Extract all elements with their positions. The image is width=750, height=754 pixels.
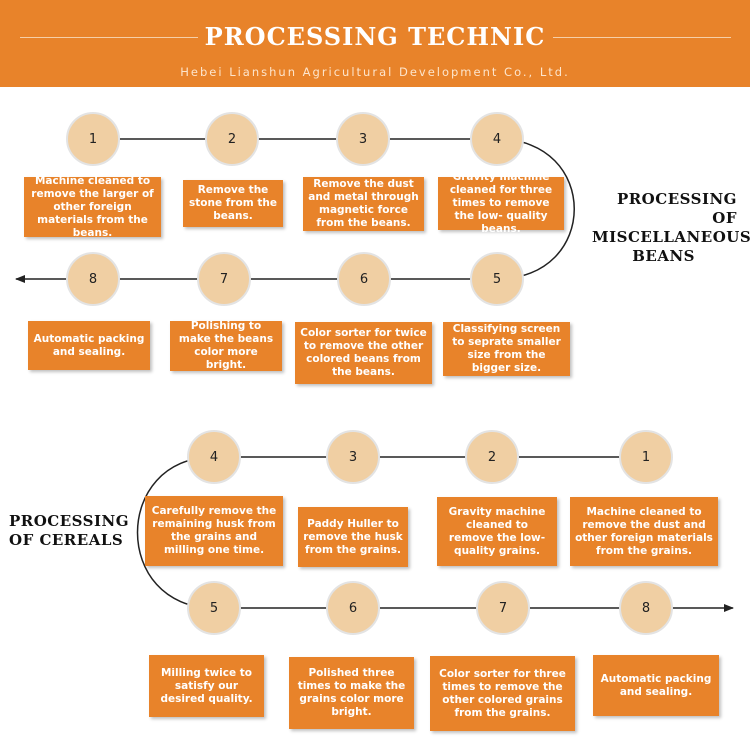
beans-step-7-text: Polishing to make the beans color more b…: [170, 320, 282, 371]
beans-step-5-text: Classifying screen to seprate smaller si…: [443, 322, 570, 376]
cereals-step-8-node: 8: [619, 581, 673, 635]
cereals-step-7-text: Color sorter for three times to remove t…: [430, 656, 575, 731]
cereals-step-6-node: 6: [326, 581, 380, 635]
beans-step-6-node: 6: [337, 252, 391, 306]
beans-step-8-node: 8: [66, 252, 120, 306]
beans-title-line2: MISCELLANEOUS: [592, 228, 750, 246]
beans-step-4-node: 4: [470, 112, 524, 166]
page-title: PROCESSING TECHNIC: [204, 22, 546, 51]
cereals-section-title: PROCESSING OF CEREALS: [9, 512, 134, 550]
cereals-step-2-text: Gravity machine cleaned to remove the lo…: [437, 497, 557, 566]
beans-step-7-node: 7: [197, 252, 251, 306]
banner-rule-left: [20, 37, 198, 38]
cereals-step-1-text: Machine cleaned to remove the dust and o…: [570, 497, 718, 566]
beans-step-8-text: Automatic packing and sealing.: [28, 321, 150, 370]
cereals-step-3-text: Paddy Huller to remove the husk from the…: [298, 507, 408, 567]
cereals-step-8-text: Automatic packing and sealing.: [593, 655, 719, 716]
cereals-title-line1: PROCESSING: [9, 512, 130, 530]
cereals-step-4-node: 4: [187, 430, 241, 484]
cereals-title-line2: OF CEREALS: [9, 531, 124, 549]
company-name: Hebei Lianshun Agricultural Development …: [180, 65, 570, 79]
beans-step-3-node: 3: [336, 112, 390, 166]
cereals-step-5-node: 5: [187, 581, 241, 635]
beans-step-2-text: Remove the stone from the beans.: [183, 180, 283, 227]
beans-step-2-node: 2: [205, 112, 259, 166]
beans-step-4-text: Gravity machine cleaned for three times …: [438, 171, 564, 235]
cereals-loop: [136, 456, 215, 609]
beans-step-6-text: Color sorter for twice to remove the oth…: [295, 322, 432, 384]
beans-step-1-text: Machine cleaned to remove the larger of …: [24, 175, 161, 239]
banner-rule-right: [553, 37, 731, 38]
cereals-step-4-text: Carefully remove the remaining husk from…: [145, 496, 283, 566]
beans-title-line1: PROCESSING OF: [616, 190, 737, 227]
beans-step-1-node: 1: [66, 112, 120, 166]
cereals-step-3-node: 3: [326, 430, 380, 484]
cereals-step-7-node: 7: [476, 581, 530, 635]
cereals-step-5-text: Milling twice to satisfy our desired qua…: [149, 655, 264, 717]
header-banner: PROCESSING TECHNIC Hebei Lianshun Agricu…: [0, 0, 750, 87]
beans-step-3-text: Remove the dust and metal through magnet…: [303, 177, 424, 231]
cereals-step-6-text: Polished three times to make the grains …: [289, 657, 414, 729]
beans-title-line3: BEANS: [632, 247, 695, 265]
beans-step-5-node: 5: [470, 252, 524, 306]
beans-section-title: PROCESSING OF MISCELLANEOUS BEANS: [592, 190, 750, 266]
beans-loop: [496, 138, 575, 280]
cereals-step-1-node: 1: [619, 430, 673, 484]
cereals-step-2-node: 2: [465, 430, 519, 484]
